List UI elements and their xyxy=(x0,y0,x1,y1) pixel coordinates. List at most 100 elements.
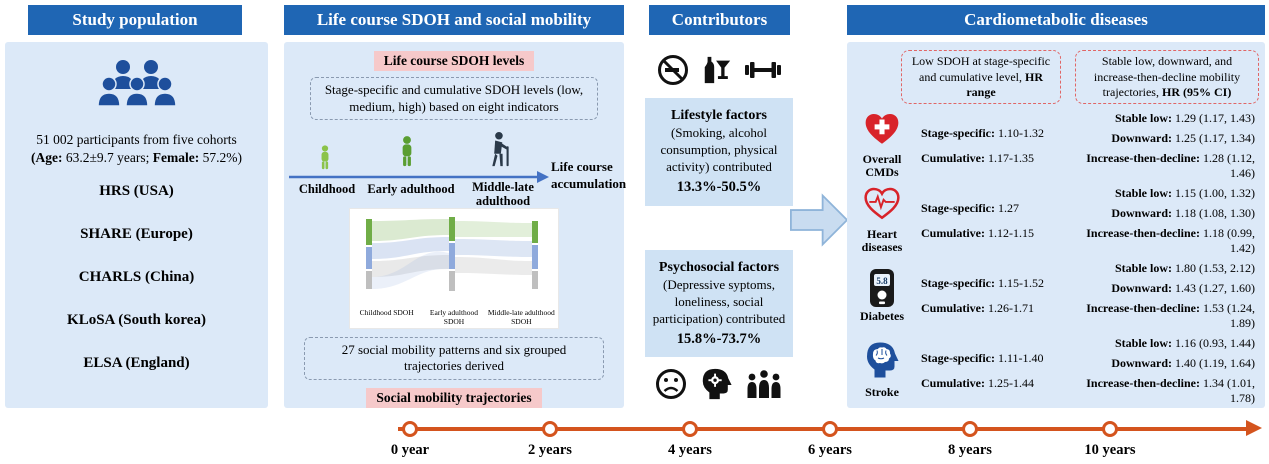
stable-low-hr: Stable low: 1.29 (1.17, 1.43) xyxy=(1115,110,1255,125)
participants-summary: 51 002 participants from five cohorts (A… xyxy=(31,131,242,167)
increase-then-decline-hr: Increase-then-decline: 1.53 (1.24, 1.89) xyxy=(1086,300,1255,330)
older-adult-icon xyxy=(483,131,513,174)
stage-label-early-adulthood: Early adulthood xyxy=(367,182,455,197)
stage-label-childhood: Childhood xyxy=(298,182,356,197)
cohort-list: HRS (USA) SHARE (Europe) CHARLS (China) … xyxy=(67,183,206,372)
sankey-axis-childhood: Childhood SDOH xyxy=(359,308,414,318)
disease-rows: Overall CMDs Stage-specific: 1.10-1.32 C… xyxy=(847,108,1265,408)
study-population-header: Study population xyxy=(28,5,242,35)
disease-name: Overall CMDs xyxy=(862,151,902,179)
timeline-label-2: 2 years xyxy=(528,442,572,458)
heart-ecg-icon xyxy=(863,187,901,226)
timeline-label-6: 6 years xyxy=(808,442,852,458)
timeline-tick-4 xyxy=(682,421,698,437)
social-mobility-tag: Social mobility trajectories xyxy=(366,388,542,408)
stage-arrow-line xyxy=(289,171,549,184)
psychosocial-icons-row xyxy=(654,365,784,407)
cumulative-hr: Cumulative: 1.12-1.15 xyxy=(921,225,1034,240)
psychosocial-contribution: 15.8%-73.7% xyxy=(676,330,762,347)
lifestyle-contribution: 13.3%-50.5% xyxy=(676,178,762,195)
lifestyle-body: (Smoking, alcohol consumption, physical … xyxy=(660,125,778,174)
cumulative-hr: Cumulative: 1.25-1.44 xyxy=(921,375,1034,390)
contributors-header: Contributors xyxy=(649,5,790,35)
participants-demographics: (Age: 63.2±9.7 years; Female: 57.2%) xyxy=(31,150,242,166)
lifestyle-factors-box: Lifestyle factors (Smoking, alcohol cons… xyxy=(645,98,793,206)
sankey-chart xyxy=(352,211,556,304)
alcohol-icon xyxy=(701,53,733,92)
no-smoking-icon xyxy=(656,53,690,92)
mobility-patterns-description: 27 social mobility patterns and six grou… xyxy=(304,336,604,380)
cumulative-hr: Cumulative: 1.26-1.71 xyxy=(921,300,1034,315)
sdoh-levels-tag: Life course SDOH levels xyxy=(373,51,535,71)
stable-low-hr: Stable low: 1.15 (1.00, 1.32) xyxy=(1115,185,1255,200)
row-overall-cmds: Overall CMDs Stage-specific: 1.10-1.32 C… xyxy=(847,108,1265,183)
psychosocial-body: (Depressive syptoms, loneliness, social … xyxy=(652,276,786,326)
timeline-tick-6 xyxy=(822,421,838,437)
stage-specific-hr: Stage-specific: 1.15-1.52 xyxy=(921,275,1044,290)
contributors-panel: Lifestyle factors (Smoking, alcohol cons… xyxy=(645,42,793,408)
timeline-tick-8 xyxy=(962,421,978,437)
timeline-tick-2 xyxy=(542,421,558,437)
cardiometabolic-header: Cardiometabolic diseases xyxy=(847,5,1265,35)
timeline-tick-10 xyxy=(1102,421,1118,437)
row-heart-diseases: Heart diseases Stage-specific: 1.27 Cumu… xyxy=(847,183,1265,258)
sdoh-panel: Life course SDOH levels Stage-specific a… xyxy=(284,42,627,408)
increase-then-decline-hr: Increase-then-decline: 1.28 (1.12, 1.46) xyxy=(1086,150,1255,180)
downward-hr: Downward: 1.43 (1.27, 1.60) xyxy=(1111,280,1255,295)
timeline-label-8: 8 years xyxy=(948,442,992,458)
social-mobility-sankey: Childhood SDOH Early adulthood SDOH Midd… xyxy=(349,208,559,329)
cohort-elsa: ELSA (England) xyxy=(83,355,190,372)
timeline-label-10: 10 years xyxy=(1084,442,1136,458)
follow-up-timeline: 0 year 2 years 4 years 6 years 8 years 1… xyxy=(0,412,1269,464)
row-stroke: Stroke Stage-specific: 1.11-1.40 Cumulat… xyxy=(847,333,1265,408)
hr-range-column-header: Low SDOH at stage-specific and cumulativ… xyxy=(901,50,1061,104)
stage-label-middle-late: Middle-late adulthood xyxy=(472,180,534,208)
psychosocial-factors-box: Psychosocial factors (Depressive syptoms… xyxy=(645,249,793,358)
brain-head-icon xyxy=(865,341,899,384)
timeline-label-0: 0 year xyxy=(390,442,430,458)
cumulative-hr: Cumulative: 1.17-1.35 xyxy=(921,150,1034,165)
stable-low-hr: Stable low: 1.80 (1.53, 2.12) xyxy=(1115,260,1255,275)
people-group-icon xyxy=(95,58,179,119)
glucometer-icon: 5.8 xyxy=(867,268,897,308)
life-course-stage-strip: Childhood Early adulthood Middle-late ad… xyxy=(287,123,627,208)
dumbbell-icon xyxy=(744,58,782,87)
disease-name: Heart diseases xyxy=(861,226,903,254)
stable-low-hr: Stable low: 1.16 (0.93, 1.44) xyxy=(1115,335,1255,350)
hr-ci-column-header: Stable low, downward, and increase-then-… xyxy=(1075,50,1259,104)
social-group-icon xyxy=(744,369,784,404)
study-population-panel: 51 002 participants from five cohorts (A… xyxy=(5,42,268,408)
cohort-hrs: HRS (USA) xyxy=(99,183,174,200)
cohort-klosa: KLoSA (South korea) xyxy=(67,312,206,329)
sankey-axis-early-adulthood: Early adulthood SDOH xyxy=(429,308,479,326)
downward-hr: Downward: 1.25 (1.17, 1.34) xyxy=(1111,130,1255,145)
stage-specific-hr: Stage-specific: 1.27 xyxy=(921,200,1019,215)
head-gear-icon xyxy=(699,367,733,406)
increase-then-decline-hr: Increase-then-decline: 1.18 (0.99, 1.42) xyxy=(1086,225,1255,255)
life-course-accumulation-label: Life course accumulation xyxy=(551,159,627,191)
lifestyle-heading: Lifestyle factors xyxy=(670,108,768,123)
medical-cross-heart-icon xyxy=(863,112,901,151)
timeline-arrowhead-icon xyxy=(1246,420,1262,436)
sad-face-icon xyxy=(654,367,688,406)
sankey-axis-labels: Childhood SDOH Early adulthood SDOH Midd… xyxy=(352,308,556,328)
disease-name: Diabetes xyxy=(860,308,904,323)
cohort-charls: CHARLS (China) xyxy=(78,269,195,286)
cohort-share: SHARE (Europe) xyxy=(80,226,193,243)
sdoh-levels-description: Stage-specific and cumulative SDOH level… xyxy=(310,77,598,121)
lifestyle-icons-row xyxy=(656,51,782,93)
adult-icon xyxy=(395,135,419,174)
timeline-label-4: 4 years xyxy=(668,442,712,458)
row-diabetes: 5.8 Diabetes Stage-specific: 1.15-1.52 C… xyxy=(847,258,1265,333)
child-icon xyxy=(315,145,335,176)
flow-arrow-icon xyxy=(790,191,849,254)
participants-count: 51 002 participants from five cohorts xyxy=(36,132,237,147)
downward-hr: Downward: 1.40 (1.19, 1.64) xyxy=(1111,355,1255,370)
sankey-axis-middle-late: Middle-late adulthood SDOH xyxy=(487,308,555,326)
disease-name: Stroke xyxy=(865,385,899,400)
glucometer-reading: 5.8 xyxy=(876,275,888,286)
downward-hr: Downward: 1.18 (1.08, 1.30) xyxy=(1111,205,1255,220)
stage-specific-hr: Stage-specific: 1.10-1.32 xyxy=(921,125,1044,140)
sdoh-panel-header: Life course SDOH and social mobility xyxy=(284,5,624,35)
